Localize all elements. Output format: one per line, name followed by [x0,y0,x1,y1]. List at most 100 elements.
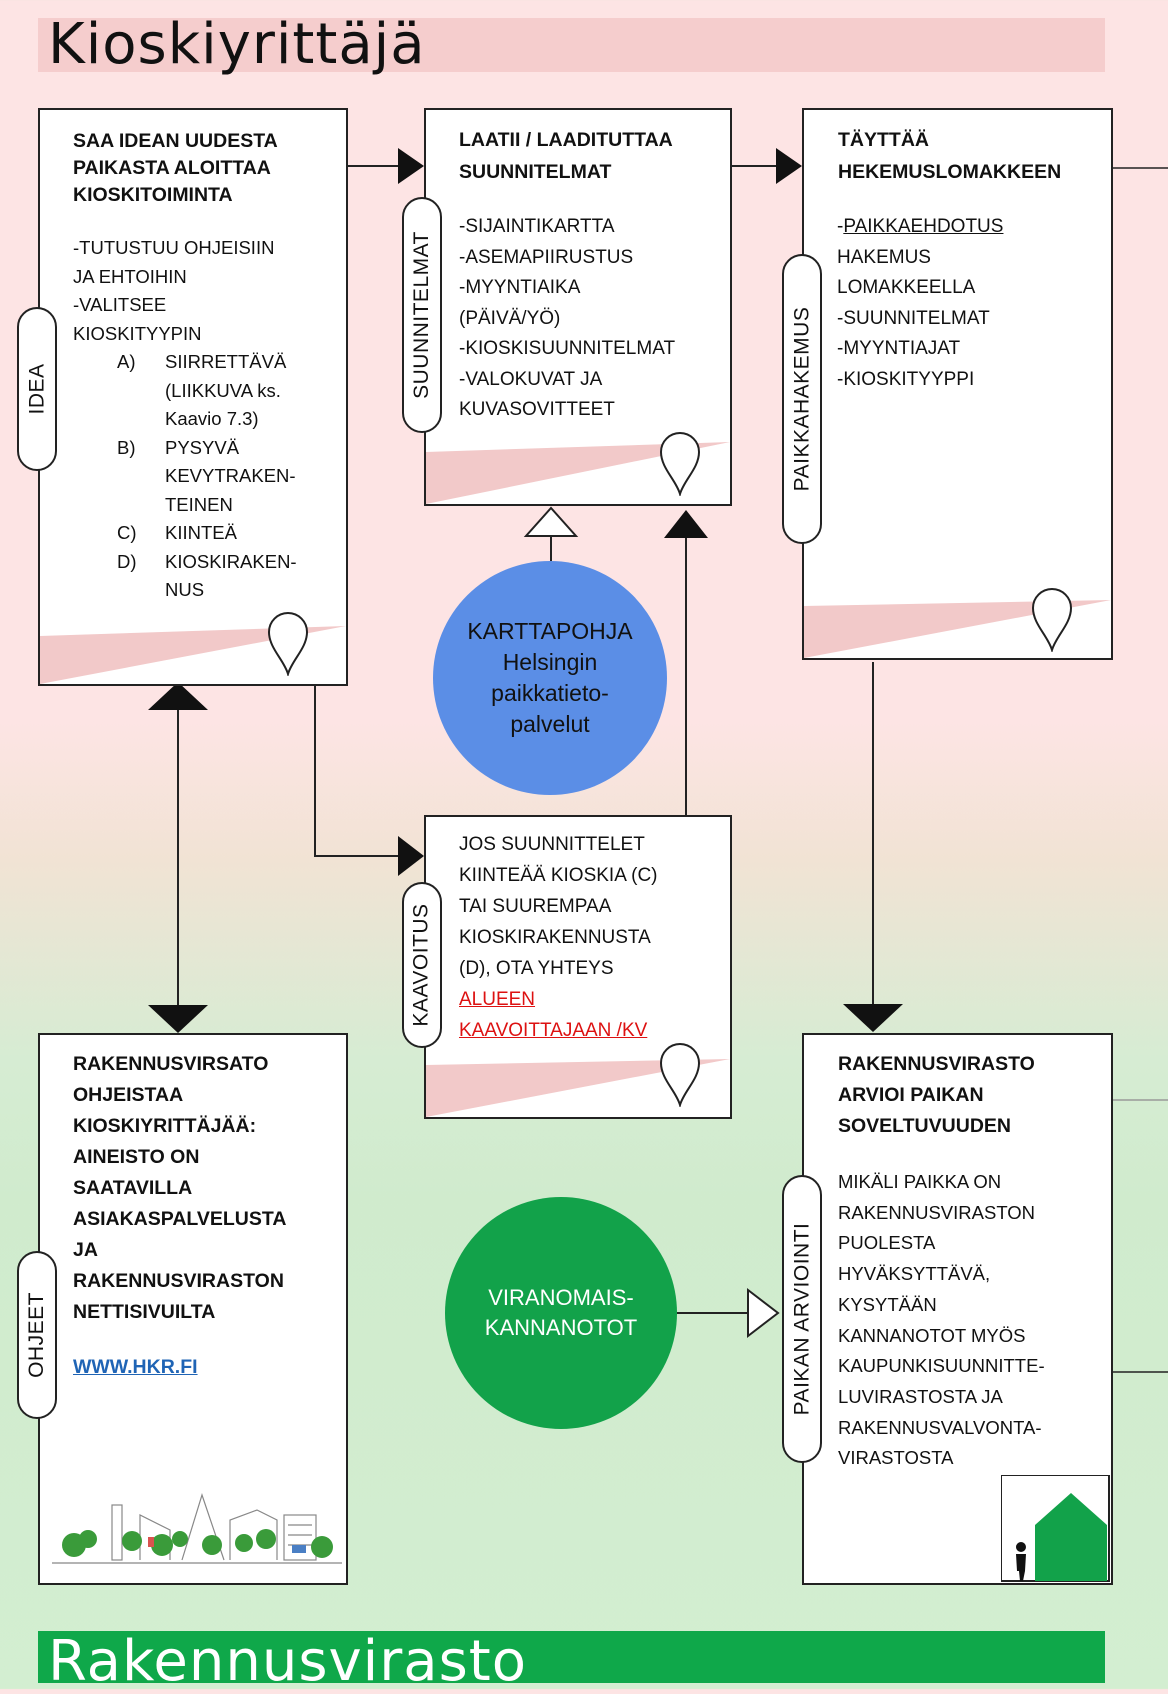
top-band: Kioskiyrittäjä [38,12,1105,77]
application-line: HAKEMUS [837,246,931,268]
assessment-line: KYSYTÄÄN [838,1293,937,1315]
progress-wedge [426,442,730,504]
connector-idea-zoning [314,660,398,857]
assessment-line: RAKENNUSVALVONTA- [838,1416,1042,1438]
application-box: TÄYTTÄÄ HEKEMUSLOMAKKEEN -PAIKKAEHDOTUS … [802,108,1113,660]
tab-application: PAIKKAHAKEMUS [782,254,822,544]
map-pin-icon [267,612,309,676]
idea-box: SAA IDEAN UUDESTA PAIKASTA ALOITTAA KIOS… [38,108,348,686]
zoning-body: JOS SUUNNITTELET KIINTEÄÄ KIOSKIA (C) TA… [459,829,722,1046]
dash: - [837,216,844,237]
option-key: A) [117,351,136,372]
tab-guidance-label: OHJEET [25,1292,48,1378]
guidance-box: RAKENNUSVIRSATO OHJEISTAA KIOSKIYRITTÄJÄ… [38,1033,348,1585]
option-a: A) SIIRRETTÄVÄ (LIIKKUVA ks. Kaavio 7.3) [73,348,338,434]
plans-box: LAATII / LAADITUTTAA SUUNNITELMAT -SIJAI… [424,108,732,506]
assessment-line: KAUPUNKISUUNNITTE- [838,1355,1045,1377]
option-line: Kaavio 7.3) [165,408,259,429]
zoning-line: JOS SUUNNITTELET [459,834,645,855]
option-key: B) [117,436,136,458]
website-link[interactable]: WWW.HKR.FI [73,1356,198,1378]
house-icon [1001,1475,1110,1582]
zoning-contact-link[interactable]: ALUEEN [459,989,536,1010]
progress-wedge [426,1059,730,1117]
plans-line: -ASEMAPIIRUSTUS [459,246,634,268]
assessment-body: MIKÄLI PAIKKA ON RAKENNUSVIRASTON PUOLES… [838,1167,1103,1474]
application-line: -SUUNNITELMAT [837,307,990,329]
plans-line: -KIOSKISUUNNITELMAT [459,338,676,359]
assessment-line: PUOLESTA [838,1232,936,1254]
assessment-line: KANNANOTOT MYÖS [838,1324,1026,1346]
authority-statements-circle: VIRANOMAIS- KANNANOTOT [445,1197,677,1429]
guidance-heading: RAKENNUSVIRSATO OHJEISTAA KIOSKIYRITTÄJÄ… [73,1053,287,1323]
idea-line: KIOSKITYYPIN [73,322,202,344]
zoning-contact-link[interactable]: KAAVOITTAJAAN /KV [459,1020,648,1041]
map-pin-icon [659,432,701,496]
tab-guidance: OHJEET [17,1251,57,1419]
arrow-head-up-hollow [523,506,579,537]
tab-idea-label: IDEA [25,363,49,415]
plans-line: -VALOKUVAT JA [459,368,603,390]
option-line: TEINEN [165,493,233,515]
plans-heading: LAATII / LAADITUTTAA SUUNNITELMAT [459,129,673,183]
city-skyline-icon [52,1493,342,1564]
assessment-line: HYVÄKSYTTÄVÄ, [838,1263,991,1285]
bottom-band: Rakennusvirasto [38,1629,1105,1694]
arrow-head-up [148,682,208,710]
zoning-line: KIOSKIRAKENNUSTA [459,927,651,948]
arrow-head-up [664,510,708,538]
application-link[interactable]: PAIKKAEHDOTUS [843,216,1004,237]
map-pin-icon [659,1043,701,1107]
option-line: KIINTEÄ [165,522,237,543]
application-heading: TÄYTTÄÄ HEKEMUSLOMAKKEEN [838,129,1062,183]
plans-line: -MYYNTIAIKA [459,277,581,298]
option-key: C) [117,522,137,543]
plans-line: -SIJAINTIKARTTA [459,216,615,237]
assessment-line: MIKÄLI PAIKKA ON [838,1171,1002,1192]
arrow-head-right [776,148,802,184]
map-base-text: KARTTAPOHJA Helsingin paikkatieto- palve… [467,618,633,737]
section-title-public-works: Rakennusvirasto [48,1629,527,1694]
option-d: D) KIOSKIRAKEN- NUS [73,548,338,605]
assessment-heading: RAKENNUSVIRASTO ARVIOI PAIKAN SOVELTUVUU… [838,1053,1035,1137]
arrow-head-right-hollow [747,1287,780,1339]
application-line: -PAIKKAEHDOTUS [837,212,1103,243]
arrow-head-right [398,836,424,876]
tab-zoning-label: KAAVOITUS [410,903,434,1027]
idea-body: -TUTUSTUU OHJEISIIN JA EHTOIHIN -VALITSE… [73,234,338,605]
assessment-line: LUVIRASTOSTA JA [838,1385,1003,1407]
zoning-line: (D), OTA YHTEYS [459,958,614,979]
zoning-line: KIINTEÄÄ KIOSKIA (C) [459,865,658,886]
assessment-box: RAKENNUSVIRASTO ARVIOI PAIKAN SOVELTUVUU… [802,1033,1113,1585]
plans-body: -SIJAINTIKARTTA -ASEMAPIIRUSTUS -MYYNTIA… [459,212,722,426]
option-line: NUS [165,579,205,600]
tab-assessment: PAIKAN ARVIOINTI [782,1175,822,1463]
idea-heading: SAA IDEAN UUDESTA PAIKASTA ALOITTAA KIOS… [73,130,278,206]
arrow-head-down [843,1004,903,1032]
tab-application-label: PAIKKAHAKEMUS [790,306,814,492]
application-line: -MYYNTIAJAT [837,338,961,359]
arrow-head-down [148,1005,208,1033]
option-line: KEVYTRAKEN- [165,465,296,486]
authority-statements-text: VIRANOMAIS- KANNANOTOT [484,1285,638,1340]
tab-idea: IDEA [17,307,57,471]
plans-line: KUVASOVITTEET [459,399,615,420]
option-line: KIOSKIRAKEN- [165,550,297,572]
tab-assessment-label: PAIKAN ARVIOINTI [790,1222,813,1416]
section-title-entrepreneur: Kioskiyrittäjä [48,12,426,77]
idea-line: -VALITSEE [73,294,167,315]
idea-line: JA EHTOIHIN [73,265,187,287]
application-line: -KIOSKITYYPPI [837,368,975,390]
option-b: B) PYSYVÄ KEVYTRAKEN- TEINEN [73,434,338,520]
arrow-head-right [398,148,424,184]
option-line: SIIRRETTÄVÄ [165,351,287,372]
tab-plans-label: SUUNNITELMAT [410,231,434,399]
application-line: LOMAKKEELLA [837,277,976,298]
application-body: -PAIKKAEHDOTUS HAKEMUS LOMAKKEELLA -SUUN… [837,212,1103,395]
idea-line: -TUTUSTUU OHJEISIIN [73,237,275,258]
map-pin-icon [1031,588,1073,652]
person-icon [1016,1542,1026,1581]
option-line: (LIIKKUVA ks. [165,379,281,401]
tab-plans: SUUNNITELMAT [402,197,442,433]
